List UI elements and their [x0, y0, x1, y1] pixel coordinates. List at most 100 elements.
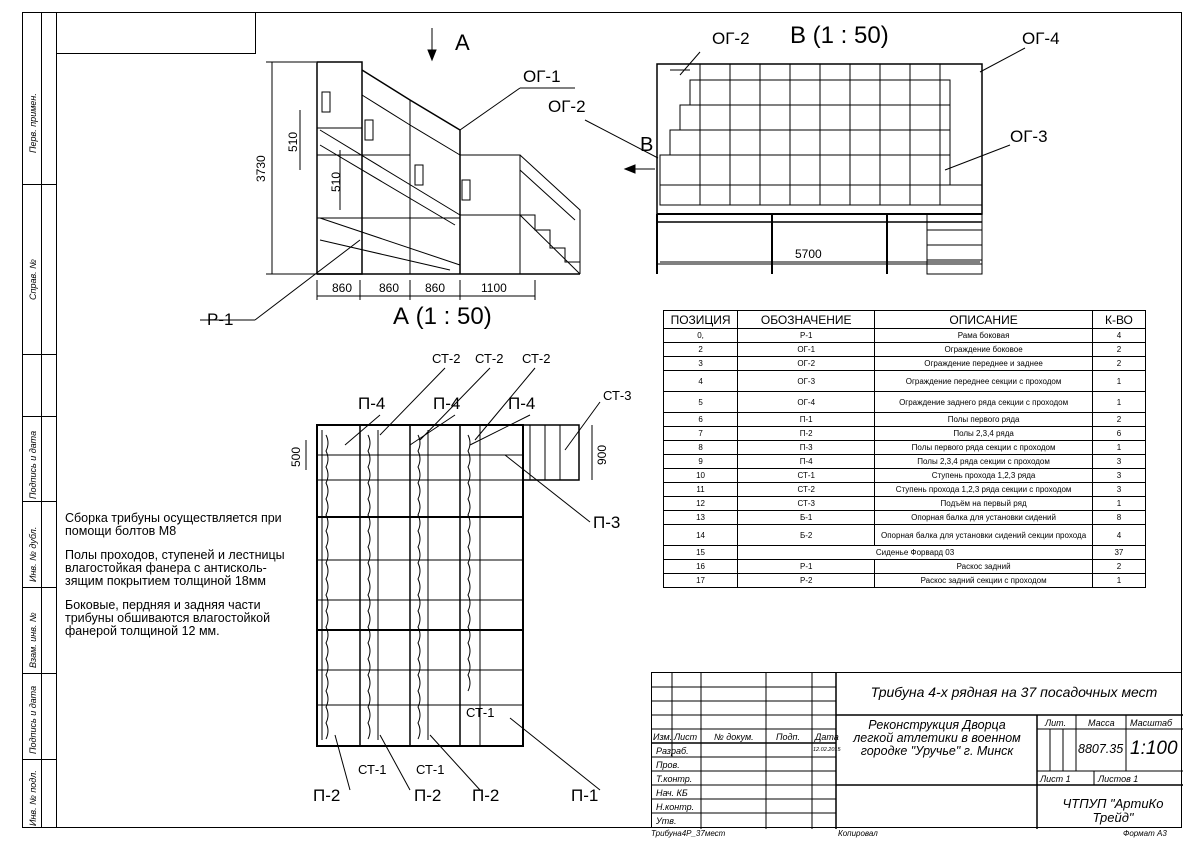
view-b-title: В (1 : 50) [790, 22, 889, 49]
callout-p4: П-4 [508, 394, 536, 413]
table-cell: 0, [662, 328, 739, 343]
callout-og1: ОГ-1 [523, 67, 561, 86]
table-cell: 17 [662, 573, 739, 588]
table-cell: 3 [662, 356, 739, 371]
dim-plan-row: 500 [289, 446, 303, 467]
mass-value: 8807.35 [1078, 742, 1124, 756]
table-cell: 16 [662, 559, 739, 574]
table-cell: Ступень прохода 1,2,3 ряда секции с прох… [874, 482, 1093, 497]
table-cell: Рама боковая [874, 328, 1093, 343]
dim-width: 1100 [481, 281, 507, 295]
table-cell: Раскос задний [874, 559, 1093, 574]
lit-label: Лит. [1045, 718, 1067, 728]
table-cell: 13 [662, 510, 739, 525]
table-cell: Р-1 [737, 559, 876, 574]
role-label: Т.контр. [656, 774, 693, 784]
callout-st1: СТ-1 [358, 762, 387, 777]
table-cell: Полы 2,3,4 ряда секции с проходом [874, 454, 1093, 469]
table-cell: 6 [662, 412, 739, 427]
table-cell: ОГ-3 [737, 370, 876, 392]
sidebar-cell: Перв. примен. [23, 13, 56, 185]
company-name: ЧТПУП "АртиКо Трейд" [1062, 796, 1164, 825]
table-cell: Ограждение боковое [874, 342, 1093, 357]
callout-r1: Р-1 [207, 310, 234, 329]
table-cell: ОГ-2 [737, 356, 876, 371]
table-cell: 1 [1091, 370, 1147, 392]
assembly-notes: Сборка трибуны осуществляется при помощи… [65, 512, 305, 649]
callout-p4: П-4 [433, 394, 461, 413]
dim-length-total: 5700 [795, 247, 822, 261]
table-cell: Б-1 [737, 510, 876, 525]
table-cell: 12 [662, 496, 739, 511]
callout-p4: П-4 [358, 394, 386, 413]
drawing-title: Трибуна 4-х рядная на 37 посадочных мест [870, 684, 1158, 700]
table-cell: 8 [662, 440, 739, 455]
table-cell: СТ-3 [737, 496, 876, 511]
col-date: Дата [815, 732, 839, 742]
col-sign: Подп. [776, 732, 800, 742]
table-cell: П-3 [737, 440, 876, 455]
role-label: Н.контр. [656, 802, 695, 812]
view-b-marker: В [640, 134, 654, 156]
table-cell: ОГ-4 [737, 391, 876, 413]
note-item: Боковые, пердняя и задняя части трибуны … [65, 598, 271, 638]
column-header: ОПИСАНИЕ [874, 310, 1093, 329]
role-label: Пров. [656, 760, 680, 770]
table-cell: Полы первого ряда [874, 412, 1093, 427]
role-label: Нач. КБ [656, 788, 688, 798]
sidebar-cell: Справ. № [23, 185, 56, 355]
title-block: Трибуна 4-х рядная на 37 посадочных мест… [651, 672, 1183, 829]
sheet-number: Лист 1 [1040, 774, 1071, 784]
sidebar-divider [41, 13, 42, 827]
left-sidebar: Перв. примен. Справ. № Подпись и дата Ин… [22, 12, 56, 828]
col-doc: № докум. [714, 732, 754, 742]
table-cell: 2 [1091, 342, 1147, 357]
table-cell: 2 [1091, 412, 1147, 427]
table-cell: Ограждение переднее секции с проходом [874, 370, 1093, 392]
col-izm: Изм. [653, 732, 673, 742]
table-cell: 9 [662, 454, 739, 469]
table-cell: Полы первого ряда секции с проходом [874, 440, 1093, 455]
sidebar-cell: Подпись и дата [23, 674, 56, 760]
dim-plan-step: 900 [595, 444, 609, 465]
callout-st2: СТ-2 [475, 351, 504, 366]
table-cell: 1 [1091, 496, 1147, 511]
callout-og3: ОГ-3 [1010, 127, 1048, 146]
scale-label: Масштаб [1130, 718, 1173, 728]
callout-p2: П-2 [313, 786, 341, 805]
footer-format: Формат А3 [1123, 829, 1167, 838]
mass-label: Масса [1088, 718, 1115, 728]
callout-st1: СТ-1 [416, 762, 445, 777]
table-cell: П-2 [737, 426, 876, 441]
sidebar-cell: Взам. инв. № [23, 588, 56, 674]
table-cell: СТ-1 [737, 468, 876, 483]
table-cell: Подъём на первый ряд [874, 496, 1093, 511]
table-cell: 14 [662, 524, 739, 546]
table-cell: ОГ-1 [737, 342, 876, 357]
table-cell: П-1 [737, 412, 876, 427]
table-cell: Полы 2,3,4 ряда [874, 426, 1093, 441]
note-item: Полы проходов, ступеней и лестницы влаго… [65, 548, 285, 588]
table-cell: 4 [1091, 328, 1147, 343]
view-a-marker: А [455, 30, 470, 55]
column-header: К-ВО [1091, 310, 1147, 329]
col-list: Лист [674, 732, 698, 742]
table-cell: 1 [1091, 391, 1147, 413]
project-name: Реконструкция Дворца легкой атлетики в в… [853, 718, 1021, 758]
table-cell: 2 [1091, 356, 1147, 371]
drawing-frame [56, 12, 1182, 828]
table-cell: 11 [662, 482, 739, 497]
table-cell: 1 [1091, 573, 1147, 588]
table-cell: 15 [662, 545, 739, 560]
